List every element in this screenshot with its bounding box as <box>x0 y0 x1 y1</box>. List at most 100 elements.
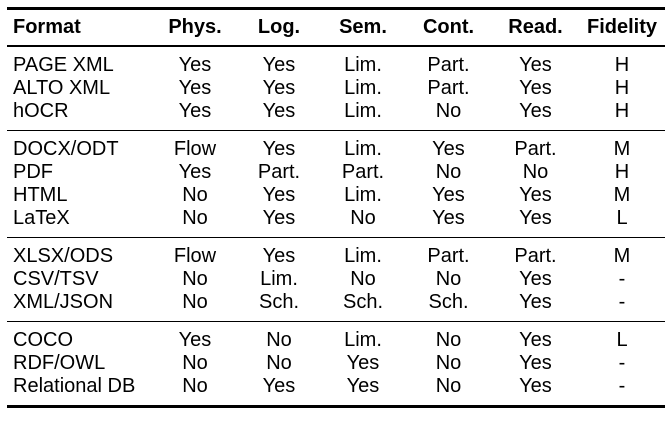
table-header-row: Format Phys. Log. Sem. Cont. Read. Fidel… <box>7 9 665 47</box>
value-cell: Lim. <box>344 184 382 206</box>
table-row: XML/JSON No Sch. Sch. Sch. Yes - <box>7 291 665 322</box>
value-cell: No <box>435 161 462 183</box>
value-cell: No <box>182 291 208 313</box>
format-cell: XML/JSON <box>13 291 114 313</box>
value-cell: No <box>522 161 549 183</box>
value-cell: Lim. <box>344 329 382 351</box>
value-cell: No <box>182 375 208 397</box>
value-cell: Yes <box>262 54 296 76</box>
format-cell: XLSX/ODS <box>13 245 114 267</box>
value-cell: Part. <box>341 161 385 183</box>
format-cell: DOCX/ODT <box>13 138 119 160</box>
value-cell: Yes <box>519 207 552 229</box>
value-cell: Yes <box>262 375 296 397</box>
value-cell: Yes <box>519 54 552 76</box>
value-cell: - <box>618 291 626 313</box>
column-header-fidelity: Fidelity <box>586 16 657 38</box>
format-cell: ALTO XML <box>13 77 111 99</box>
table-row: RDF/OWL No No Yes No Yes - <box>7 352 665 375</box>
column-header-log: Log. <box>257 16 301 38</box>
column-header-sem: Sem. <box>339 16 387 38</box>
value-cell: H <box>614 77 630 99</box>
value-cell: Yes <box>519 184 552 206</box>
value-cell: Yes <box>262 184 296 206</box>
value-cell: H <box>614 161 630 183</box>
value-cell: Yes <box>262 77 296 99</box>
column-header-cont: Cont. <box>422 16 475 38</box>
value-cell: M <box>613 245 631 267</box>
value-cell: - <box>618 375 626 397</box>
value-cell: Part. <box>257 161 301 183</box>
value-cell: Yes <box>346 375 380 397</box>
table-header: Format Phys. Log. Sem. Cont. Read. Fidel… <box>7 9 665 47</box>
value-cell: Sch. <box>428 291 469 313</box>
value-cell: M <box>613 138 631 160</box>
value-cell: Yes <box>519 268 552 290</box>
value-cell: No <box>182 352 208 374</box>
format-cell: HTML <box>13 184 68 206</box>
value-cell: Yes <box>519 291 552 313</box>
value-cell: Yes <box>519 329 552 351</box>
value-cell: No <box>182 268 208 290</box>
format-cell: CSV/TSV <box>13 268 99 290</box>
value-cell: No <box>435 329 462 351</box>
value-cell: Lim. <box>344 245 382 267</box>
value-cell: Flow <box>173 245 217 267</box>
value-cell: M <box>613 184 631 206</box>
value-cell: Yes <box>262 138 296 160</box>
value-cell: Yes <box>519 375 552 397</box>
value-cell: Lim. <box>344 54 382 76</box>
value-cell: Sch. <box>342 291 384 313</box>
column-header-read: Read. <box>508 16 563 38</box>
value-cell: Yes <box>178 77 212 99</box>
value-cell: Lim. <box>344 100 382 122</box>
value-cell: Yes <box>519 352 552 374</box>
value-cell: Yes <box>432 207 465 229</box>
value-cell: Yes <box>178 54 212 76</box>
value-cell: No <box>435 352 462 374</box>
value-cell: Lim. <box>344 138 382 160</box>
value-cell: - <box>618 352 626 374</box>
value-cell: Yes <box>346 352 380 374</box>
value-cell: Yes <box>432 138 465 160</box>
value-cell: Yes <box>519 77 552 99</box>
value-cell: No <box>350 207 376 229</box>
formats-comparison-table: Format Phys. Log. Sem. Cont. Read. Fidel… <box>7 7 665 408</box>
value-cell: L <box>616 207 628 229</box>
value-cell: Sch. <box>258 291 300 313</box>
value-cell: No <box>182 184 208 206</box>
value-cell: - <box>618 268 626 290</box>
value-cell: No <box>182 207 208 229</box>
value-cell: No <box>266 352 292 374</box>
value-cell: Yes <box>262 100 296 122</box>
format-cell: PDF <box>13 161 53 183</box>
value-cell: Part. <box>514 138 557 160</box>
column-header-format: Format <box>13 16 81 38</box>
format-cell: RDF/OWL <box>13 352 106 374</box>
value-cell: H <box>614 54 630 76</box>
value-cell: Yes <box>178 329 212 351</box>
value-cell: Part. <box>427 54 470 76</box>
table-row: PAGE XML Yes Yes Lim. Part. Yes H <box>7 46 665 77</box>
value-cell: Part. <box>427 245 470 267</box>
format-cell: PAGE XML <box>13 54 114 76</box>
value-cell: L <box>616 329 628 351</box>
value-cell: No <box>435 268 462 290</box>
value-cell: Part. <box>427 77 470 99</box>
format-cell: COCO <box>13 329 73 351</box>
value-cell: Part. <box>514 245 557 267</box>
value-cell: Yes <box>432 184 465 206</box>
